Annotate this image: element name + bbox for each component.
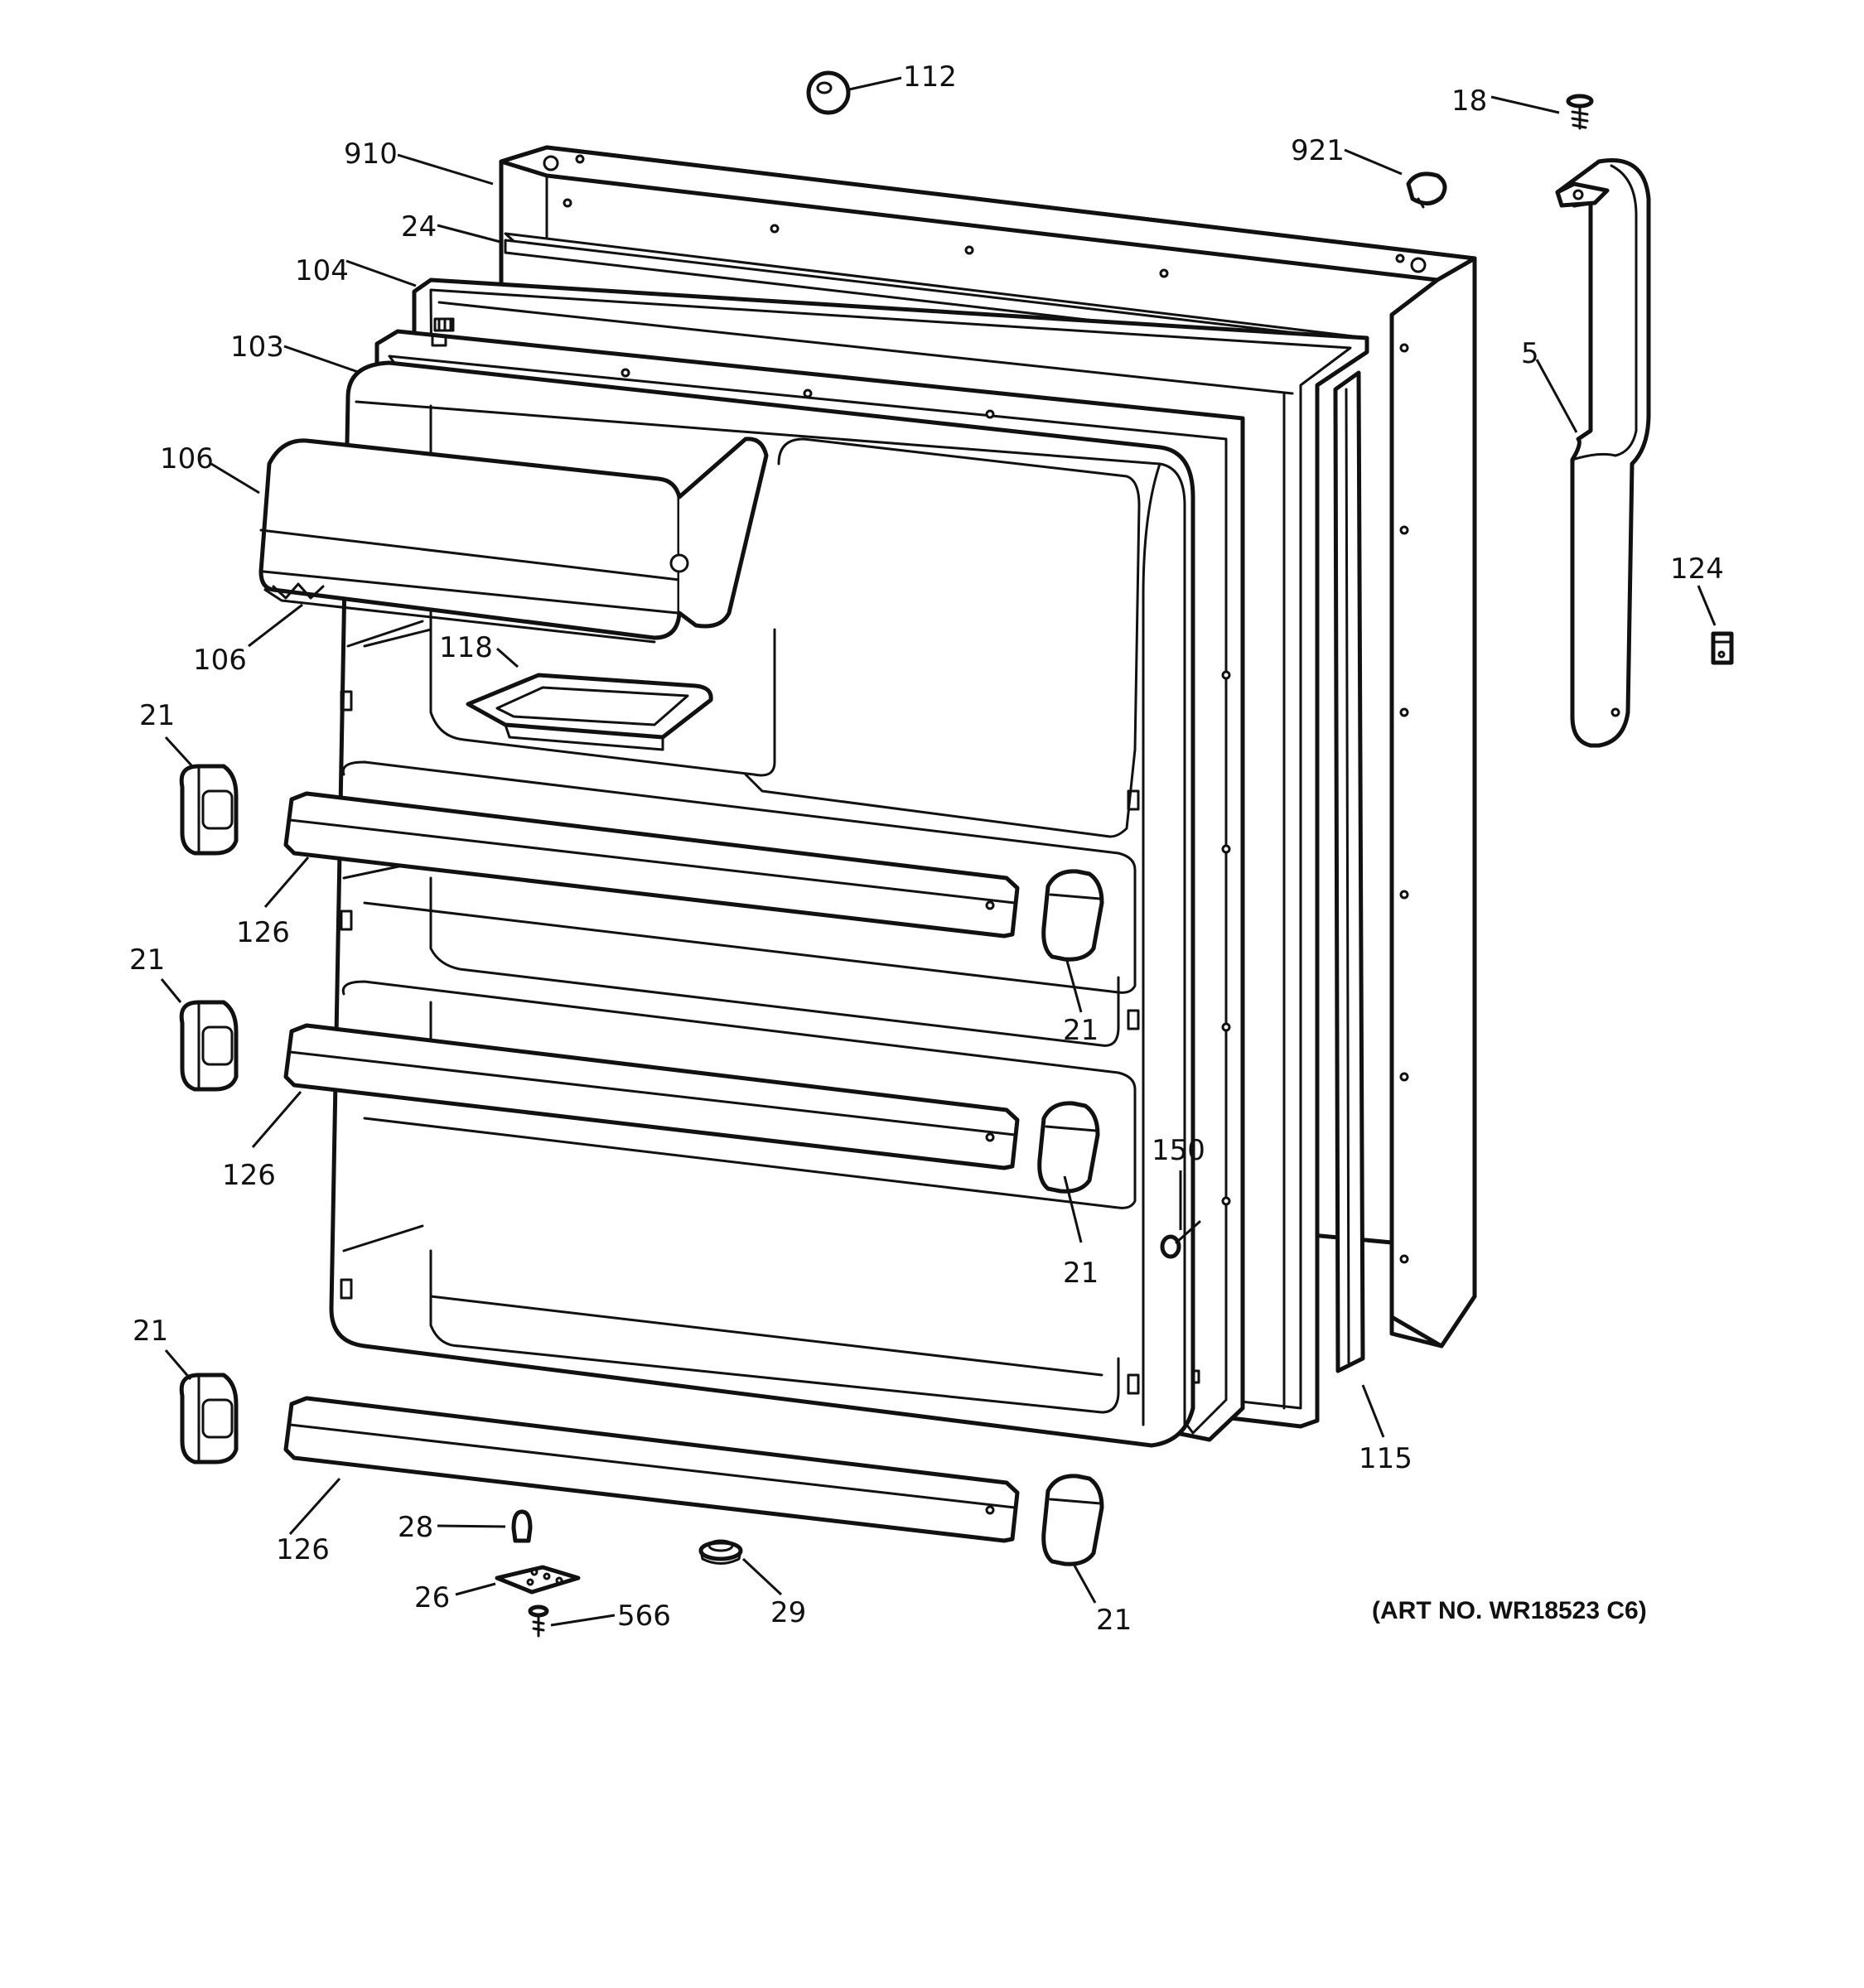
callout-910: 910 [344,138,398,171]
callout-labels: 112 18 910 921 24 104 103 5 106 124 106 … [129,60,1724,1637]
shelf-bar-middle [283,1023,1020,1170]
callout-112: 112 [903,60,957,94]
callout-566: 566 [617,1600,671,1633]
callout-26: 26 [414,1581,450,1614]
callout-106-bottom: 106 [193,644,247,677]
door-handle [1555,158,1651,748]
callout-21-right-middle: 21 [1063,1257,1099,1290]
callout-104: 104 [295,254,349,287]
shelf-end-cap-right-bottom [1041,1474,1104,1566]
callout-115: 115 [1359,1442,1412,1475]
callout-21-right-top: 21 [1063,1014,1099,1047]
callout-118: 118 [439,631,493,664]
shelf-end-cap-right-middle [1037,1101,1100,1194]
callout-28: 28 [398,1511,433,1544]
clip-124 [1711,631,1734,665]
grommet-29 [698,1539,743,1565]
plug-112 [806,70,851,115]
callout-24: 24 [401,210,437,244]
screw-566 [528,1604,549,1638]
screw-18 [1566,94,1594,130]
art-number: (ART NO. WR18523 C6) [1372,1597,1647,1624]
shelf-end-cap-left-bottom [179,1373,239,1464]
shelf-end-cap-left-top [179,764,239,856]
callout-126-middle: 126 [222,1159,276,1192]
hinge-plate-26 [495,1565,581,1595]
shelf-bar-bottom [283,1396,1020,1543]
shelf-bar-top [283,791,1020,939]
screw-150 [1160,1220,1201,1259]
pin-28 [511,1509,533,1543]
callout-126-bottom: 126 [276,1533,330,1566]
plug-921 [1406,171,1447,209]
callout-21-left-top: 21 [139,699,175,732]
leader-lines [160,76,1717,1627]
callout-921: 921 [1291,134,1345,167]
callout-21-left-bottom: 21 [133,1315,168,1348]
callout-21-left-middle: 21 [129,943,165,977]
callout-103: 103 [230,331,284,364]
dairy-compartment [258,437,769,644]
callout-106-top: 106 [160,442,214,475]
shelf-end-cap-right-top [1041,869,1104,962]
butter-dish [466,673,713,751]
shelf-end-cap-left-middle [179,1000,239,1092]
callout-5: 5 [1521,337,1539,370]
door-seal-strip [1333,370,1365,1373]
callout-29: 29 [770,1596,806,1629]
callout-18: 18 [1451,84,1487,118]
callout-150: 150 [1152,1134,1205,1167]
callout-21-right-bottom: 21 [1096,1604,1132,1637]
callout-126-top: 126 [236,916,290,949]
callout-124: 124 [1670,552,1724,586]
